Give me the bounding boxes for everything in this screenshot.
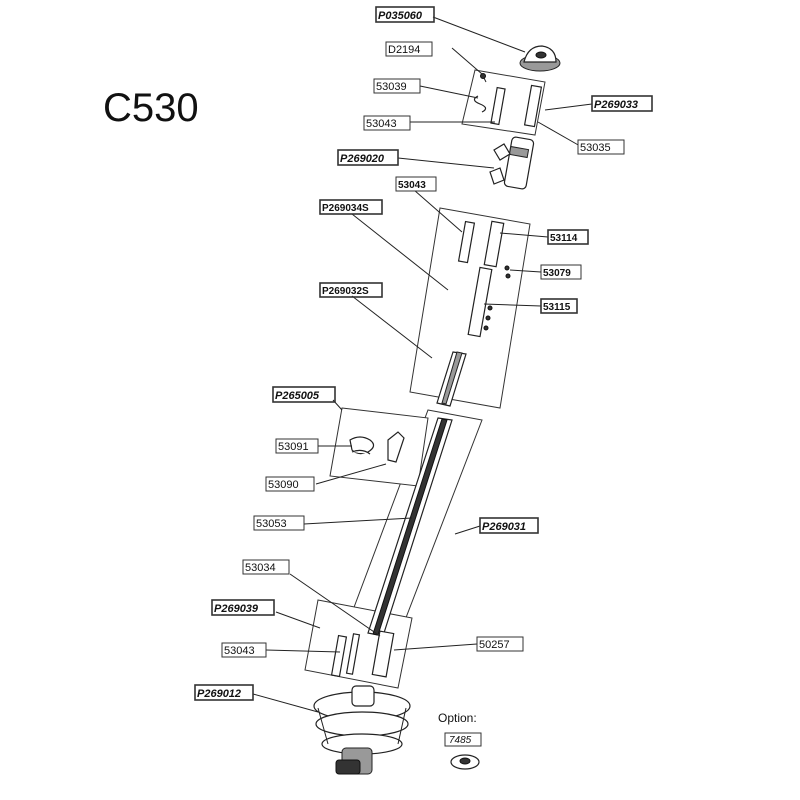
- label-p269031: P269031: [482, 521, 526, 533]
- label-box-p269031: [479, 517, 539, 534]
- rail-part-53115: [467, 266, 493, 338]
- label-box-p269032s: [319, 282, 383, 298]
- label-box-53043-top: [363, 115, 411, 131]
- label-53039: 53039: [376, 81, 407, 93]
- top-cap-part: [519, 45, 561, 72]
- label-p269020: P269020: [340, 153, 385, 165]
- collar-part: [489, 136, 535, 190]
- label-53090: 53090: [268, 479, 299, 491]
- model-title: C530: [103, 86, 199, 130]
- label-box-53090: [265, 476, 315, 492]
- labels: P035060 D2194 53039 P269033 53043 53035 …: [194, 6, 653, 747]
- label-53079: 53079: [543, 268, 571, 279]
- label-53043-top: 53043: [366, 118, 397, 130]
- label-53043-bot: 53043: [224, 645, 255, 657]
- label-box-53035: [577, 139, 625, 155]
- rail-part-53114: [483, 220, 505, 268]
- option-part-7485: [450, 754, 480, 770]
- label-box-p035060: [375, 6, 435, 23]
- label-p269039: P269039: [214, 603, 259, 615]
- label-box-53115: [540, 298, 578, 314]
- rail-part-53043-mid: [457, 220, 476, 264]
- label-box-p269034s: [319, 199, 383, 215]
- kit-p265005-parts: [349, 431, 405, 463]
- leader-lines: [252, 16, 593, 713]
- label-box-53043-bot: [221, 642, 267, 658]
- label-box-p265005: [272, 386, 336, 403]
- label-53034: 53034: [245, 562, 276, 574]
- clip-part: [473, 95, 487, 113]
- label-box-53091: [275, 438, 319, 454]
- label-p035060: P035060: [378, 10, 423, 22]
- label-box-d2194: [385, 41, 433, 57]
- option-heading: Option:: [438, 711, 477, 725]
- label-p265005: P265005: [275, 390, 320, 402]
- label-50257: 50257: [479, 639, 510, 651]
- label-box-53079: [540, 264, 582, 280]
- label-box-53039: [373, 78, 421, 94]
- rail-part-53034: [345, 633, 361, 675]
- label-box-50257: [476, 636, 524, 652]
- label-box-p269012: [194, 684, 254, 701]
- label-53114: 53114: [550, 233, 578, 244]
- label-box-p269033: [591, 95, 653, 112]
- label-53091: 53091: [278, 441, 309, 453]
- label-7485: 7485: [449, 735, 472, 746]
- label-box-7485: [444, 732, 482, 747]
- label-box-53043-mid: [395, 176, 437, 192]
- label-box-p269039: [211, 599, 275, 616]
- label-53035: 53035: [580, 142, 611, 154]
- label-53053: 53053: [256, 518, 287, 530]
- label-p269034s: P269034S: [322, 203, 369, 214]
- upper-kit-panel: [409, 207, 531, 409]
- rail-part-53043-bot: [330, 634, 348, 678]
- rail-part-50257: [371, 630, 395, 678]
- top-kit-panel: [461, 69, 546, 136]
- label-p269032s: P269032S: [322, 286, 369, 297]
- label-53043-mid: 53043: [398, 180, 426, 191]
- label-p269012: P269012: [197, 688, 241, 700]
- label-box-53034: [242, 559, 290, 575]
- label-box-53114: [547, 229, 589, 245]
- screw-part: [480, 73, 487, 83]
- label-box-p269020: [337, 149, 399, 166]
- base-hub-part: [313, 685, 411, 775]
- kit-panel-p265005: [329, 407, 429, 487]
- label-d2194: D2194: [388, 44, 420, 56]
- label-box-53053: [253, 515, 305, 531]
- label-p269033: P269033: [594, 99, 638, 111]
- rail-part-53035: [523, 84, 543, 128]
- label-53115: 53115: [543, 302, 571, 313]
- rail-part-53043-top: [490, 86, 506, 126]
- screw-set-53079: [483, 265, 511, 331]
